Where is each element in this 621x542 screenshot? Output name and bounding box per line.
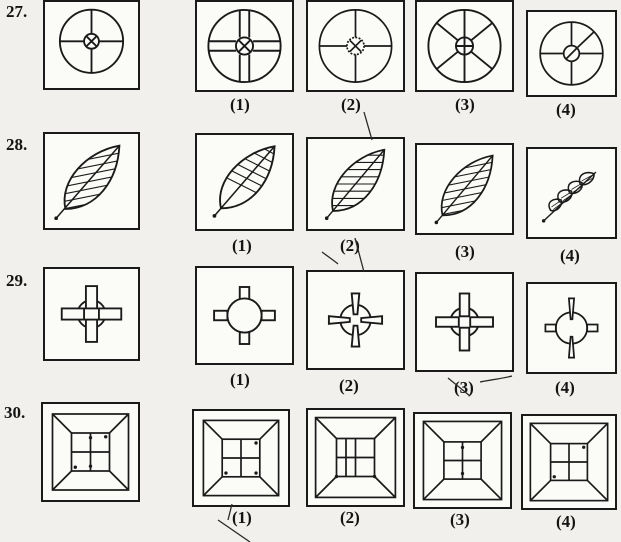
option-figure-27-1[interactable] bbox=[195, 0, 294, 92]
option-figure-29-1[interactable] bbox=[195, 266, 294, 365]
question-figure-28 bbox=[43, 132, 140, 230]
option-label: (1) bbox=[232, 508, 252, 528]
hatched-leaf-icon bbox=[45, 134, 138, 228]
spoked-circle-icon bbox=[417, 2, 512, 90]
question-number: 30. bbox=[4, 403, 25, 423]
question-figure-29 bbox=[43, 267, 140, 361]
option-label: (3) bbox=[455, 95, 475, 115]
nested-square-window-icon bbox=[523, 416, 615, 508]
option-label: (3) bbox=[454, 378, 474, 398]
option-figure-30-3[interactable] bbox=[413, 412, 512, 509]
nested-square-window-icon bbox=[415, 414, 510, 507]
option-figure-28-3[interactable] bbox=[415, 143, 514, 235]
option-label: (2) bbox=[340, 236, 360, 256]
option-figure-29-3[interactable] bbox=[415, 272, 514, 372]
option-figure-30-2[interactable] bbox=[306, 408, 405, 507]
question-number: 27. bbox=[6, 2, 27, 22]
segmented-leaf-icon bbox=[528, 149, 615, 237]
circle-with-tabs-icon bbox=[45, 269, 138, 359]
option-figure-29-4[interactable] bbox=[526, 282, 617, 374]
circle-cross-target-icon bbox=[308, 2, 403, 90]
option-label: (2) bbox=[341, 95, 361, 115]
option-figure-27-4[interactable] bbox=[526, 10, 617, 97]
hatched-leaf-icon bbox=[308, 139, 403, 229]
circle-with-tabs-icon bbox=[417, 274, 512, 370]
option-label: (4) bbox=[556, 512, 576, 532]
option-figure-30-4[interactable] bbox=[521, 414, 617, 510]
nested-square-window-icon bbox=[194, 411, 288, 505]
option-figure-29-2[interactable] bbox=[306, 270, 405, 370]
hatched-leaf-icon bbox=[417, 145, 512, 233]
question-number: 29. bbox=[6, 271, 27, 291]
circle-with-tabs-icon bbox=[528, 284, 615, 372]
option-figure-28-1[interactable] bbox=[195, 133, 294, 231]
option-label: (1) bbox=[232, 236, 252, 256]
nested-square-window-icon bbox=[308, 410, 403, 505]
circle-with-tabs-icon bbox=[197, 268, 292, 363]
option-figure-30-1[interactable] bbox=[192, 409, 290, 507]
option-label: (2) bbox=[340, 508, 360, 528]
option-figure-28-4[interactable] bbox=[526, 147, 617, 239]
nested-square-window-icon bbox=[43, 404, 138, 500]
question-figure-30 bbox=[41, 402, 140, 502]
option-figure-27-2[interactable] bbox=[306, 0, 405, 92]
option-label: (3) bbox=[450, 510, 470, 530]
option-figure-27-3[interactable] bbox=[415, 0, 514, 92]
option-label: (1) bbox=[230, 370, 250, 390]
question-number: 28. bbox=[6, 135, 27, 155]
circle-cross-target-icon bbox=[45, 2, 138, 88]
option-label: (4) bbox=[556, 100, 576, 120]
option-label: (2) bbox=[339, 376, 359, 396]
circle-cross-target-icon bbox=[528, 12, 615, 95]
option-label: (3) bbox=[455, 242, 475, 262]
option-label: (1) bbox=[230, 95, 250, 115]
hatched-leaf-icon bbox=[197, 135, 292, 229]
circle-with-tabs-icon bbox=[308, 272, 403, 368]
option-label: (4) bbox=[555, 378, 575, 398]
option-label: (4) bbox=[560, 246, 580, 266]
option-figure-28-2[interactable] bbox=[306, 137, 405, 231]
question-figure-27 bbox=[43, 0, 140, 90]
circle-cross-target-icon bbox=[197, 2, 292, 90]
